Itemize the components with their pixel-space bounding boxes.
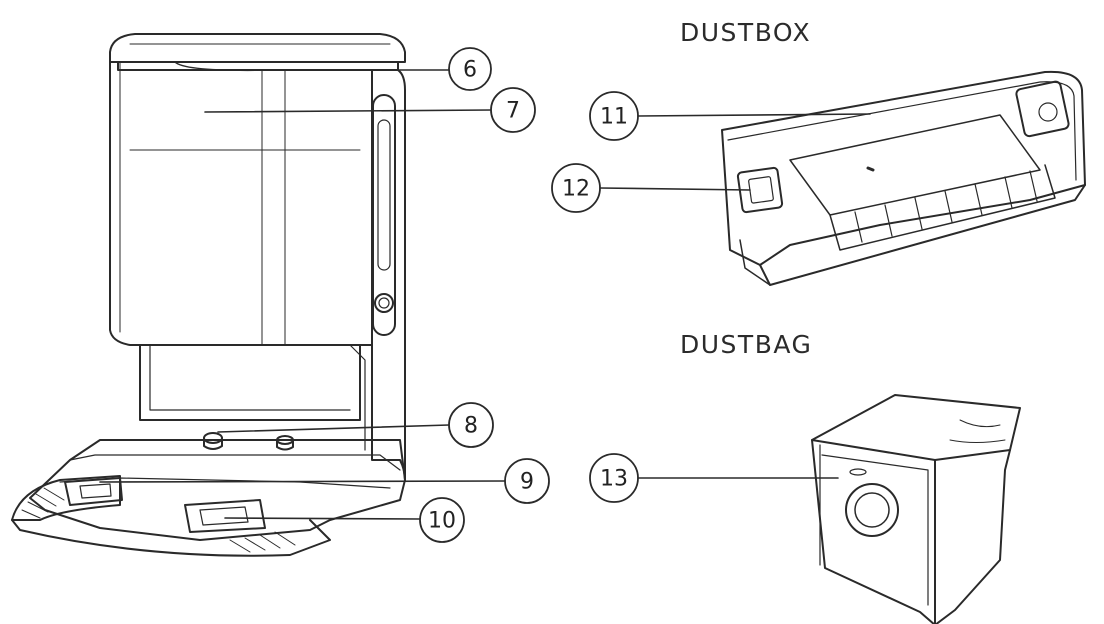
dustbag	[811, 394, 1021, 624]
dustbox-handle-left	[736, 166, 784, 214]
callout-circle-6	[448, 47, 492, 91]
charging-contact-left	[64, 477, 123, 506]
station-tower	[109, 61, 373, 346]
charging-contact-right	[184, 499, 266, 533]
callout-circle-10	[419, 497, 465, 543]
base-platform	[29, 439, 406, 541]
callout-8: 8	[464, 414, 478, 439]
callout-circle-11	[589, 91, 639, 141]
dustbox-handle-right	[1015, 80, 1070, 138]
dustbag-card	[821, 454, 929, 606]
dustbox	[721, 70, 1086, 286]
ramp-front	[11, 519, 331, 557]
callout-11: 11	[600, 105, 628, 130]
leader-lines	[99, 69, 871, 520]
lower-frame	[139, 344, 361, 421]
dustbox-title: DUSTBOX	[680, 18, 812, 47]
callout-13: 13	[600, 467, 628, 492]
callout-circle-7	[490, 87, 536, 133]
callout-circle-8	[448, 402, 494, 448]
side-window	[374, 293, 394, 313]
callout-circles	[419, 47, 639, 543]
callout-circle-13	[589, 453, 639, 503]
ramp-left	[11, 475, 121, 521]
callout-10: 10	[428, 509, 456, 534]
callout-circle-12	[551, 163, 601, 213]
callout-7: 7	[506, 99, 520, 124]
dustbag-port	[845, 483, 899, 537]
dustbox-body	[721, 70, 1086, 266]
dustbox-lid	[789, 114, 1041, 216]
dustbag-title: DUSTBAG	[680, 330, 813, 359]
intake-nozzle-left	[203, 432, 223, 444]
side-slot	[372, 94, 396, 336]
callout-circle-9	[504, 458, 550, 504]
callout-12: 12	[562, 177, 590, 202]
dustbag-body	[811, 394, 1021, 624]
callout-6: 6	[463, 58, 477, 83]
callout-9: 9	[520, 470, 534, 495]
station-lid	[109, 33, 406, 63]
